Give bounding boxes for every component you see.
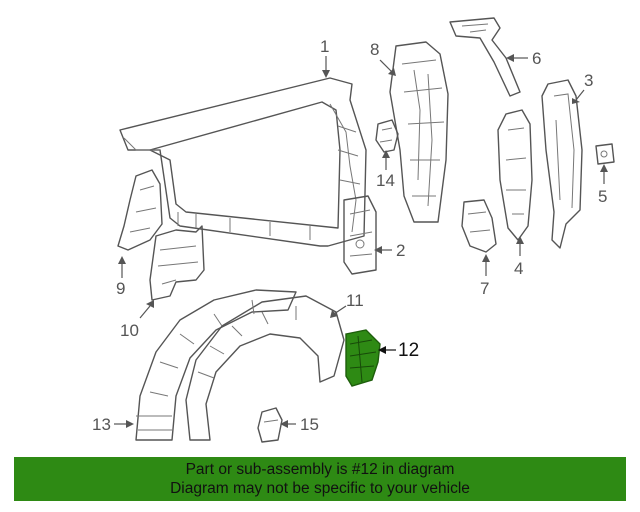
part-6-upper-bracket bbox=[449, 17, 521, 97]
svg-text:8: 8 bbox=[370, 40, 379, 59]
callout-6: 6 bbox=[506, 49, 541, 68]
part-12-highlighted[interactable] bbox=[345, 329, 381, 387]
svg-text:9: 9 bbox=[116, 279, 125, 298]
part-2-side-bracket bbox=[343, 195, 377, 275]
callout-15: 15 bbox=[280, 415, 319, 434]
part-7-lower-bracket bbox=[461, 199, 497, 253]
svg-text:14: 14 bbox=[376, 171, 395, 190]
callout-1: 1 bbox=[320, 37, 330, 78]
callout-2: 2 bbox=[374, 241, 405, 260]
callout-12[interactable]: 12 bbox=[378, 340, 419, 361]
callout-9: 9 bbox=[116, 256, 126, 298]
banner-line-2: Diagram may not be specific to your vehi… bbox=[170, 480, 470, 497]
svg-text:5: 5 bbox=[598, 187, 607, 206]
part-1-quarter-inner-panel bbox=[119, 77, 367, 247]
banner-line-1: Part or sub-assembly is #12 in diagram bbox=[185, 461, 455, 478]
part-3-rear-pillar bbox=[541, 79, 583, 249]
svg-text:12: 12 bbox=[398, 340, 419, 361]
svg-text:2: 2 bbox=[396, 241, 405, 260]
part-10-lower-pillar bbox=[149, 225, 205, 301]
part-8-pillar-inner bbox=[389, 41, 449, 223]
parts-diagram: 1 8 6 3 14 5 2 4 7 9 bbox=[92, 17, 615, 443]
svg-text:3: 3 bbox=[584, 71, 593, 90]
callout-10: 10 bbox=[120, 300, 154, 340]
svg-text:15: 15 bbox=[300, 415, 319, 434]
part-13-wheelhouse-inner bbox=[135, 289, 297, 441]
part-11-wheelhouse-outer bbox=[185, 295, 345, 441]
part-9-front-pillar bbox=[117, 169, 163, 251]
part-5-small-plate bbox=[595, 143, 615, 165]
svg-text:4: 4 bbox=[514, 259, 523, 278]
callout-13: 13 bbox=[92, 415, 134, 434]
svg-text:11: 11 bbox=[346, 291, 364, 310]
svg-text:7: 7 bbox=[480, 279, 489, 298]
part-15-lower-bracket bbox=[257, 407, 283, 443]
callout-8: 8 bbox=[370, 40, 396, 76]
callout-14: 14 bbox=[376, 150, 395, 190]
svg-text:6: 6 bbox=[532, 49, 541, 68]
callout-5: 5 bbox=[598, 164, 608, 206]
callout-3: 3 bbox=[572, 71, 593, 104]
part-14-small-bracket bbox=[375, 119, 399, 153]
part-4-pillar-reinforcement bbox=[497, 109, 533, 241]
callout-11: 11 bbox=[330, 291, 364, 318]
callout-4: 4 bbox=[514, 236, 524, 278]
svg-text:13: 13 bbox=[92, 415, 111, 434]
svg-text:10: 10 bbox=[120, 321, 139, 340]
callout-7: 7 bbox=[480, 254, 490, 298]
svg-text:1: 1 bbox=[320, 37, 329, 56]
part-info-banner: Part or sub-assembly is #12 in diagram D… bbox=[14, 457, 626, 501]
